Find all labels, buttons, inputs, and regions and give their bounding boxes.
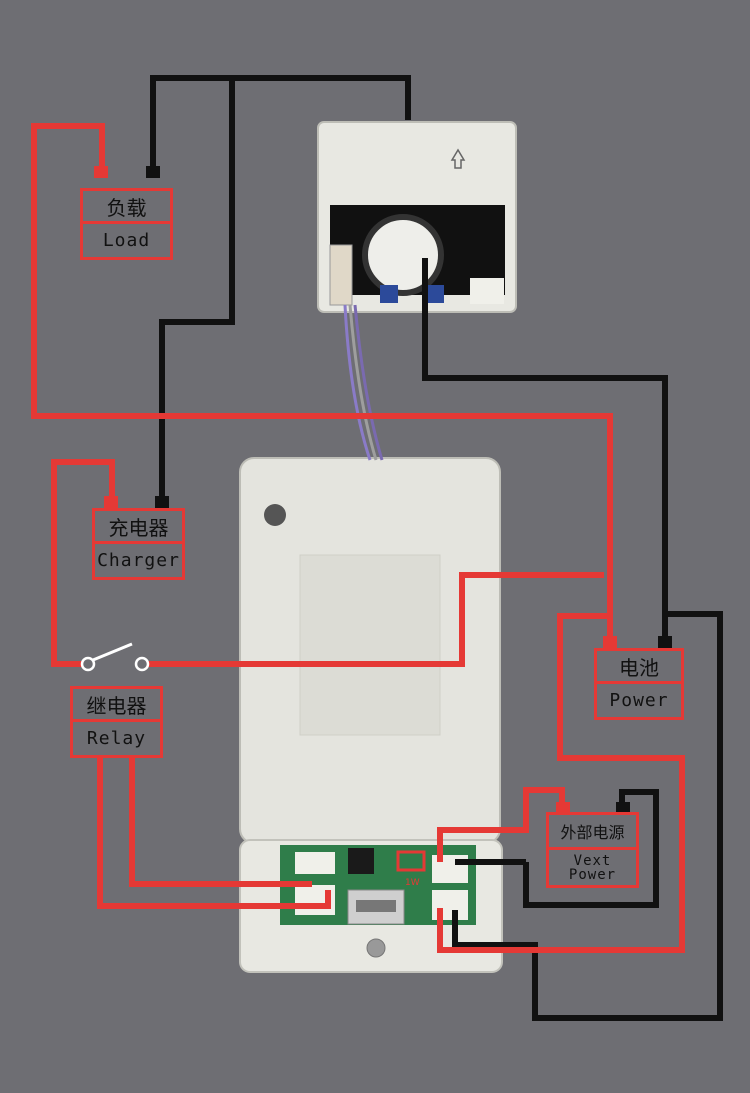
mounting-hole-icon — [366, 938, 386, 958]
charger-label-en: Charger — [97, 549, 180, 571]
load-label: 负载 Load — [80, 188, 173, 260]
vext-label-cn: 外部电源 — [549, 815, 636, 850]
relay-label: 继电器 Relay — [70, 686, 163, 758]
charger-label: 充电器 Charger — [92, 508, 185, 580]
mounting-hole-icon — [264, 504, 286, 526]
vext-label: 外部电源 Vext Power — [546, 812, 639, 888]
load-label-cn: 负载 — [83, 191, 170, 224]
up-arrow-icon — [450, 148, 466, 169]
negative-wires — [150, 75, 723, 1021]
battery-label: 电池 Power — [594, 648, 684, 720]
current-sensor — [317, 121, 517, 461]
terminal-posts — [94, 166, 672, 814]
battery-label-en: Power — [609, 689, 669, 711]
positive-wires — [31, 123, 685, 953]
relay-switch-icon — [80, 642, 150, 672]
relay-label-cn: 继电器 — [73, 689, 160, 722]
battery-label-cn: 电池 — [597, 651, 681, 684]
vext-label-en: Vext Power — [568, 852, 617, 883]
pcb-mark: 1W — [405, 878, 420, 888]
main-module: 1W — [239, 457, 503, 973]
load-label-en: Load — [102, 229, 151, 251]
relay-label-en: Relay — [86, 727, 147, 749]
charger-label-cn: 充电器 — [95, 511, 182, 544]
